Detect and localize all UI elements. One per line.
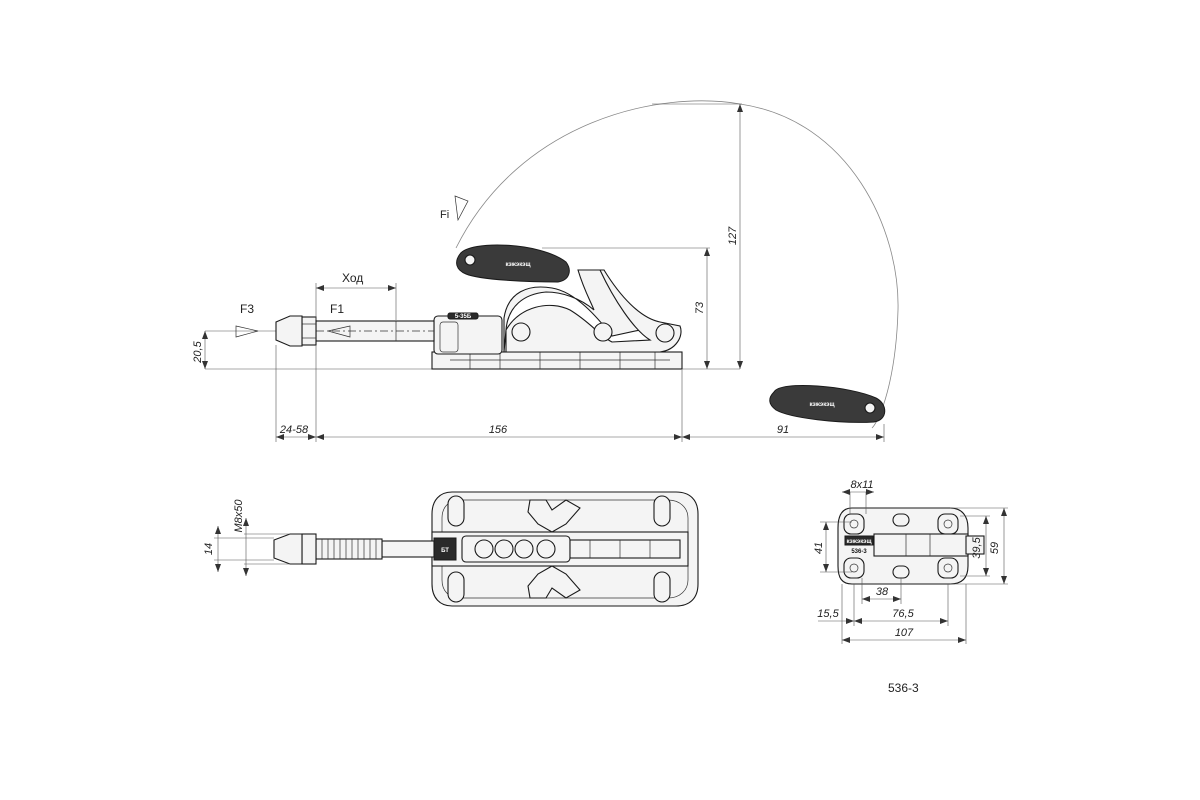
base-brand-plate [844,535,874,546]
force-f1-arrow [327,325,351,338]
pivot-pin-1 [511,322,531,342]
dim-width: 14 [203,543,215,555]
base-model-plate: 536-3 [851,549,867,555]
base-view: кэжэкэщ 536-3 8x11 41 39,5 59 38 15,5 [813,479,1008,644]
side-view: 20,5 73 127 5-35Б кэжэк [192,100,899,442]
force-f1-label: F1 [330,302,344,316]
dim-handle-height: 73 [694,301,706,314]
dim-plunger-height: 20,5 [192,340,204,363]
svg-text:кэжэкэщ: кэжэкэщ [505,262,530,268]
housing-marking [447,312,479,320]
pressure-tip [275,315,303,347]
handle-grip-closed [456,244,570,283]
dim-body-length: 156 [489,424,508,436]
pivot-pin-3 [655,323,675,343]
model-number: 536-3 [888,681,919,695]
dim-hole-spacing-v: 39,5 [971,536,983,558]
force-fi-arrow [454,195,469,222]
stroke-label: Ход [342,271,363,285]
dim-total-height: 59 [989,542,1001,554]
dim-edge: 15,5 [817,608,839,620]
top-view: БТ M8x50 14 [203,491,699,607]
svg-text:5-35Б: 5-35Б [455,314,472,320]
top-plunger-rod [381,540,435,558]
hex-nut [301,316,317,346]
top-thread [315,538,383,560]
top-pressure-tip [273,533,303,565]
base-center-body [873,533,969,557]
lever-link [505,269,682,353]
top-hex-nut [301,533,317,565]
dim-slot: 8x11 [850,479,873,491]
force-fi-label: Fi [440,209,449,221]
svg-text:БТ: БТ [441,548,449,554]
handle-swing-arc [455,100,899,429]
dim-thread: M8x50 [233,499,245,533]
svg-text:кэжэкэщ: кэжэкэщ [809,402,834,408]
dim-outer-height: 41 [813,542,825,554]
mounting-slots [447,495,671,603]
dim-arc-height: 127 [727,226,739,245]
dim-hole-span: 76,5 [892,608,914,620]
dim-stroke-range: 24-58 [279,424,309,436]
handle-grip-open [769,384,886,423]
dim-total-length: 107 [895,627,914,639]
force-f3-arrow [235,325,259,338]
svg-text:кэжэкэщ: кэжэкэщ [846,539,871,545]
dim-hole-spacing-h: 38 [876,586,889,598]
dim-handle-reach: 91 [777,424,789,436]
pivot-pin-2 [593,322,613,342]
force-f3-label: F3 [240,302,254,316]
